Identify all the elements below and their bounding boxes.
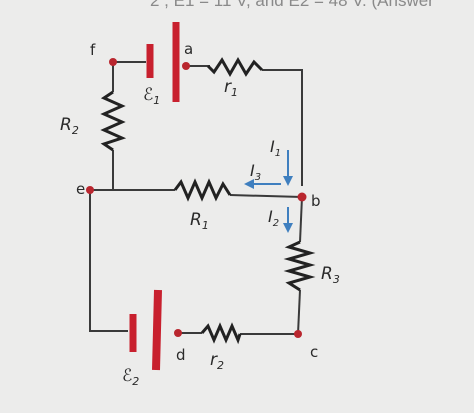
resistor-R2 <box>100 90 127 152</box>
wire-left-vertical <box>89 190 128 332</box>
wire-R3-to-c <box>297 289 301 335</box>
node-label-b: b <box>311 192 321 210</box>
wire-r1-to-b <box>262 69 303 186</box>
wire-b-to-R3 <box>299 196 303 243</box>
battery-emf2-long-plate <box>152 289 162 371</box>
resistor-r2 <box>200 322 242 345</box>
node-b-dot <box>297 192 307 202</box>
label-I2: I2 <box>268 207 279 229</box>
wire-R2-to-e <box>90 150 114 191</box>
label-R3: R3 <box>321 264 340 286</box>
label-R1: R1 <box>190 210 209 232</box>
resistor-r1 <box>206 56 264 78</box>
label-emf2: ℰ2 <box>122 366 139 388</box>
battery-emf1 <box>146 22 180 102</box>
resistor-R1 <box>173 178 232 202</box>
node-f-dot <box>109 58 117 66</box>
node-label-a: a <box>184 40 193 58</box>
current-arrow-I2 <box>283 207 293 233</box>
label-emf1: ℰ1 <box>143 85 160 107</box>
label-I1: I1 <box>270 137 281 159</box>
node-e-dot <box>86 186 94 194</box>
wire-R1-to-b <box>229 194 303 198</box>
label-I3: I3 <box>250 161 261 183</box>
label-R2: R2 <box>60 115 79 137</box>
current-arrow-I3 <box>244 179 281 189</box>
problem-header-text: 2 , E1 = 11 V, and E2 = 48 V. (Answer <box>150 0 434 10</box>
label-r2: r2 <box>210 350 224 372</box>
battery-emf2 <box>129 289 162 371</box>
current-arrow-I1 <box>283 150 293 186</box>
node-label-e: e <box>76 180 85 198</box>
label-r1: r1 <box>224 77 238 99</box>
resistor-R3 <box>283 240 316 292</box>
wires <box>89 61 303 335</box>
node-c-dot <box>294 330 302 338</box>
node-d-dot <box>174 329 182 337</box>
node-a-dot <box>182 62 190 70</box>
node-label-f: f <box>90 41 96 59</box>
node-label-c: c <box>310 343 318 361</box>
node-label-d: d <box>176 346 186 364</box>
